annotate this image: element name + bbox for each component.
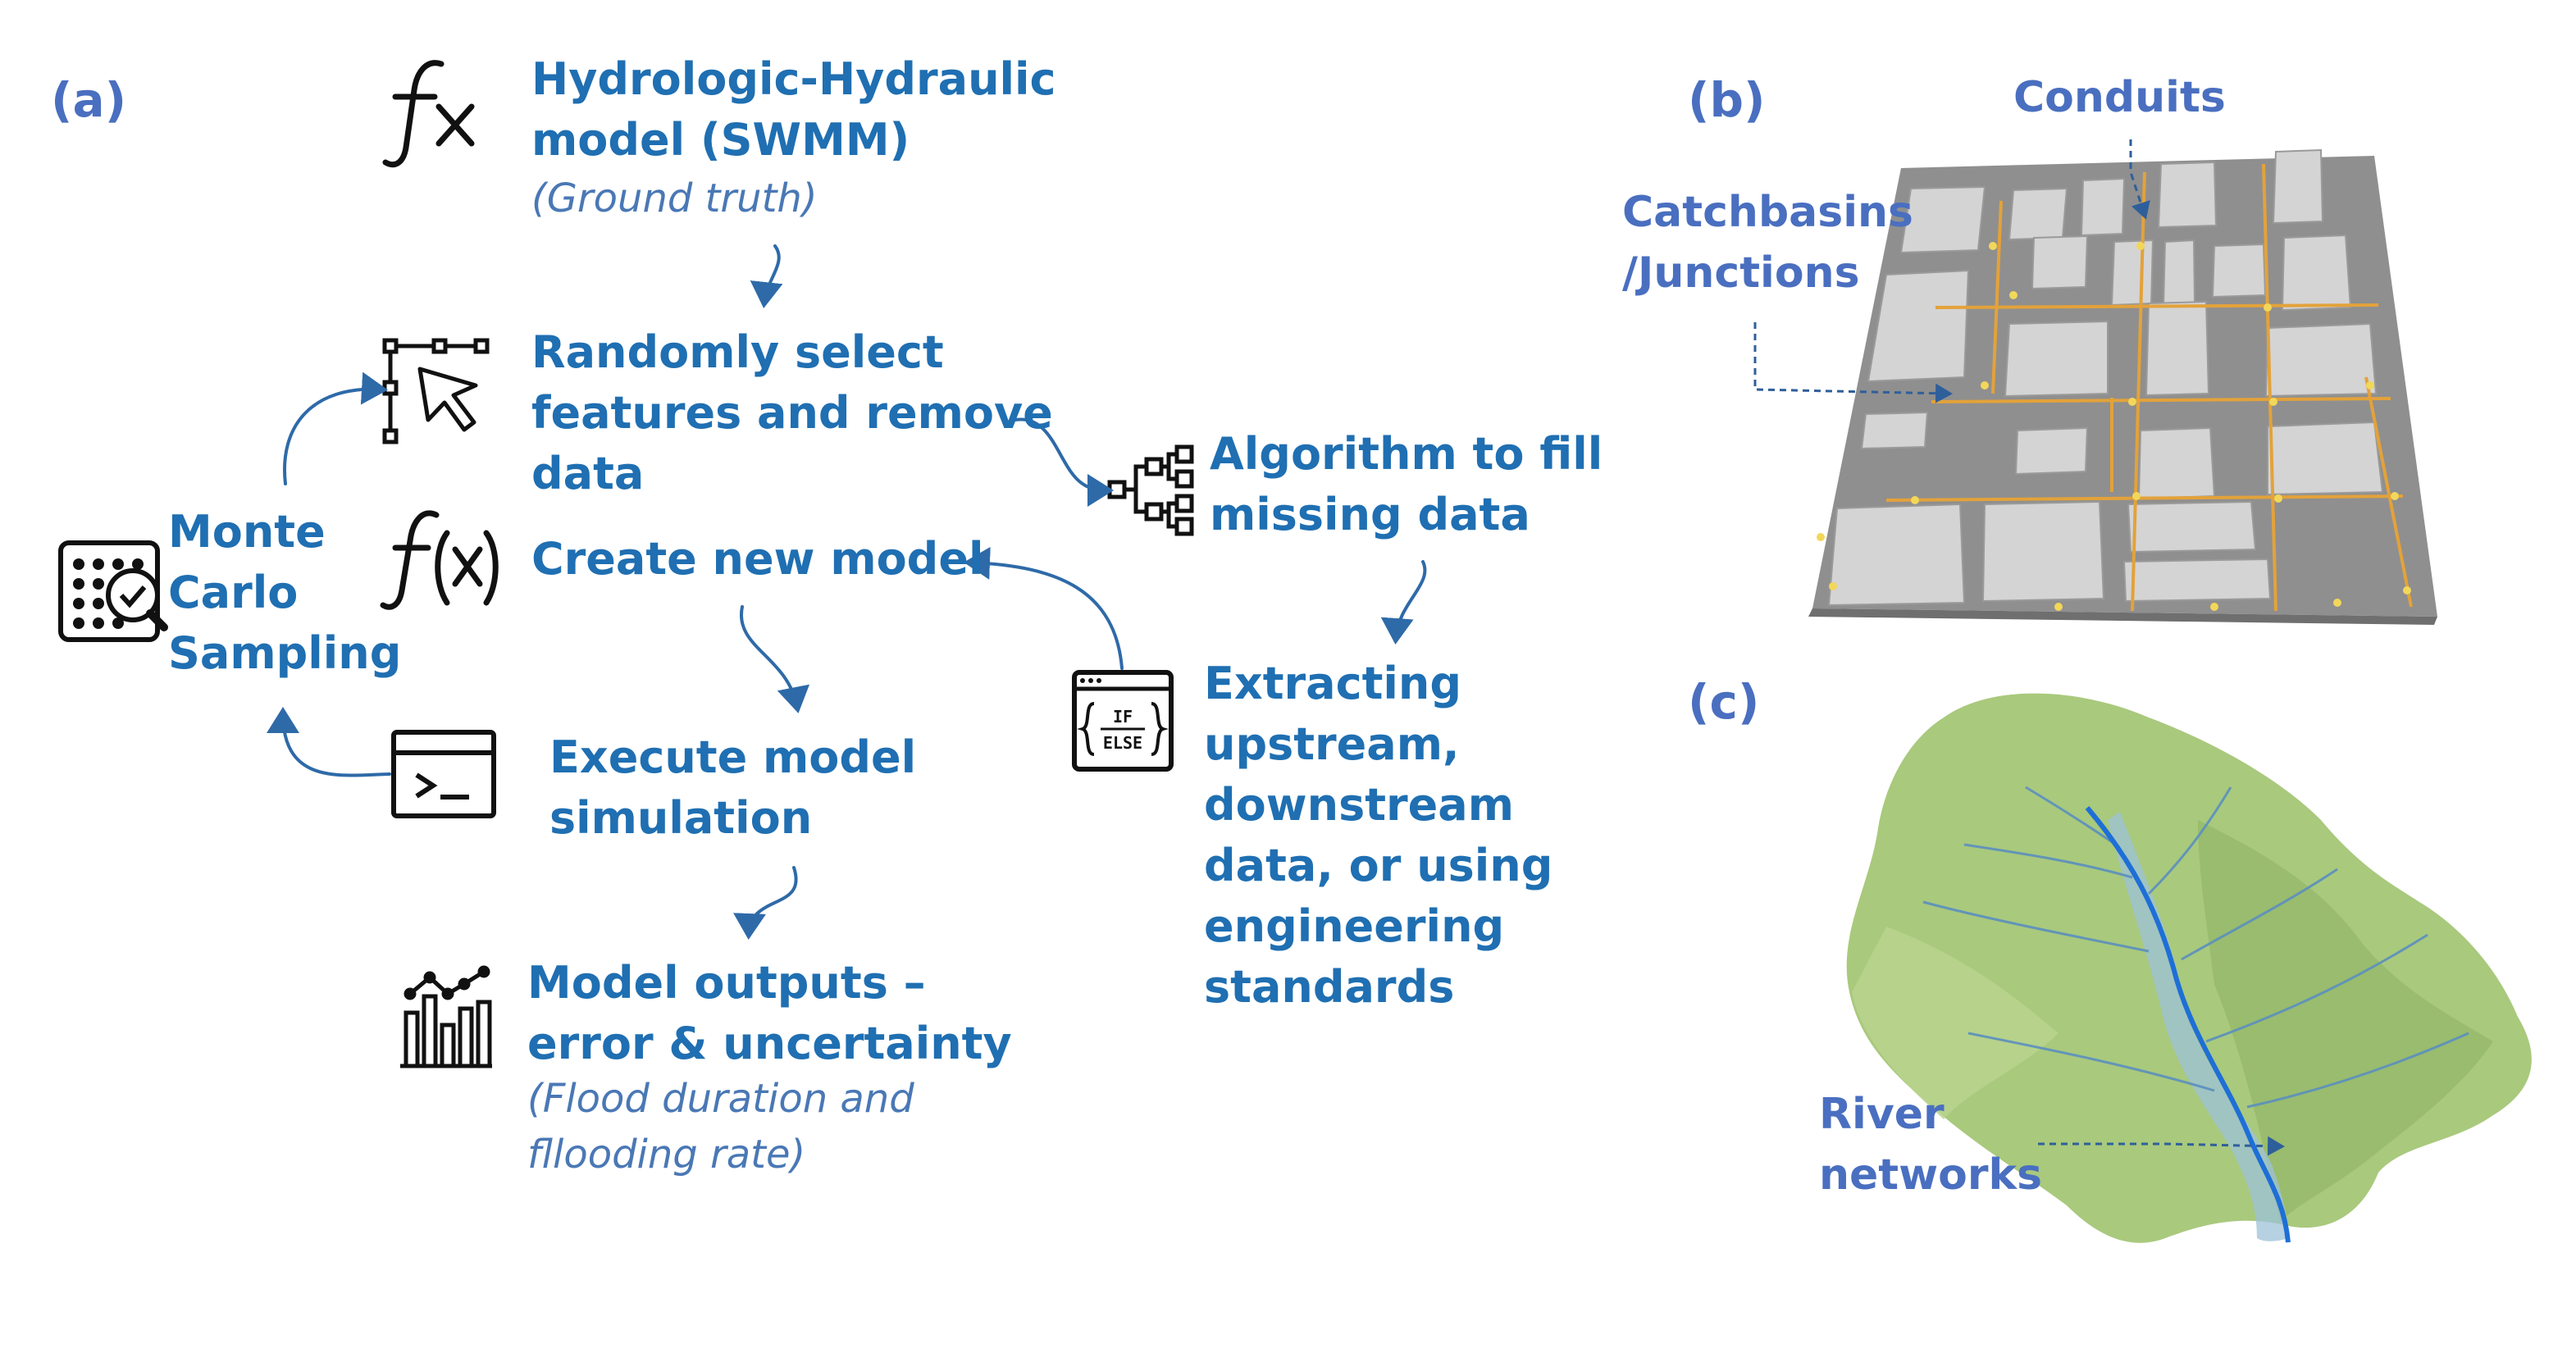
river-pointer <box>2038 1136 2285 1156</box>
if-label: IF <box>1113 707 1133 727</box>
function-icon <box>380 510 499 610</box>
extracting-line-5: engineering <box>1204 900 1505 952</box>
river-line-1: River <box>1819 1090 1945 1139</box>
swmm-model-title: Hydrologic-Hydraulic model (SWMM) <box>531 49 1056 171</box>
extracting-line-3: downstream <box>1204 779 1514 831</box>
tree-algorithm-icon <box>1107 444 1194 536</box>
main-river <box>2085 806 2291 1243</box>
arrow-extracting-to-create <box>964 546 1124 670</box>
panel-a-label: (a) <box>51 72 127 128</box>
selection-cursor-icon <box>382 338 490 444</box>
catchbasins-line-1: Catchbasins <box>1622 188 1914 237</box>
arrow-execute-to-outputs <box>733 866 798 940</box>
river-networks-label: River networks <box>1819 1084 2042 1205</box>
create-new-model-text: Create new model <box>531 533 984 585</box>
arrow-algorithm-to-extracting <box>1380 560 1427 645</box>
city-3d-model <box>1808 148 2437 625</box>
arrow-create-to-execute <box>739 605 810 713</box>
panel-b-label: (b) <box>1688 72 1766 128</box>
bar-chart-icon <box>400 965 492 1068</box>
extracting-text: Extracting upstream, downstream data, or… <box>1204 654 1552 1018</box>
ground-truth-note: (Ground truth) <box>531 175 818 221</box>
extracting-line-4: data, or using <box>1204 840 1553 891</box>
swmm-title-line-2: model (SWMM) <box>531 114 910 166</box>
if-else-window-icon: IF ELSE <box>1072 670 1174 772</box>
algorithm-line-1: Algorithm to fill <box>1210 428 1603 480</box>
swmm-title-line-1: Hydrologic-Hydraulic <box>531 53 1056 105</box>
panel-c-label: (c) <box>1688 674 1760 730</box>
execute-line-2: simulation <box>549 792 813 844</box>
arrow-select-to-algorithm <box>1014 417 1114 507</box>
select-line-2: features and remove <box>531 387 1053 439</box>
outputs-note-line-1: (Flood duration and <box>527 1076 914 1122</box>
model-outputs-text: Model outputs – error & uncertainty <box>527 953 1012 1074</box>
terminal-icon <box>391 730 496 818</box>
select-line-1: Randomly select <box>531 326 944 378</box>
monte-carlo-line-1: Monte <box>168 506 326 558</box>
outputs-line-1: Model outputs – <box>527 957 926 1009</box>
arrow-terminal-to-monte-carlo <box>267 707 391 777</box>
arrow-monte-carlo-to-select <box>283 371 388 485</box>
monte-carlo-line-3: Sampling <box>168 627 402 679</box>
select-line-3: data <box>531 448 645 499</box>
monte-carlo-text: Monte Carlo Sampling <box>168 502 401 684</box>
catchbasins-pointer <box>1753 322 1953 403</box>
catchbasins-line-2: /Junctions <box>1622 248 1860 298</box>
outputs-line-2: error & uncertainty <box>527 1018 1012 1069</box>
outputs-note-line-2: fllooding rate) <box>527 1132 806 1178</box>
else-label: ELSE <box>1103 733 1142 753</box>
conduits-label: Conduits <box>2013 73 2226 122</box>
randomly-select-text: Randomly select features and remove data <box>531 322 1053 504</box>
monte-carlo-grid-icon <box>58 540 168 642</box>
algorithm-text: Algorithm to fill missing data <box>1210 424 1603 545</box>
extracting-line-2: upstream, <box>1204 718 1460 770</box>
execute-line-1: Execute model <box>549 731 917 783</box>
algorithm-line-2: missing data <box>1210 489 1530 540</box>
catchbasins-label: Catchbasins /Junctions <box>1622 182 1913 303</box>
fx-icon <box>382 60 475 168</box>
flood-duration-note: (Flood duration and fllooding rate) <box>527 1071 914 1182</box>
arrow-swmm-to-select <box>750 244 783 308</box>
river-line-2: networks <box>1819 1150 2043 1200</box>
extracting-line-6: standards <box>1204 961 1455 1013</box>
conduits-pointer <box>2129 139 2150 220</box>
extracting-line-1: Extracting <box>1204 658 1462 709</box>
monte-carlo-line-2: Carlo <box>168 567 299 618</box>
watershed-terrain <box>1846 693 2532 1243</box>
execute-simulation-text: Execute model simulation <box>549 727 916 849</box>
